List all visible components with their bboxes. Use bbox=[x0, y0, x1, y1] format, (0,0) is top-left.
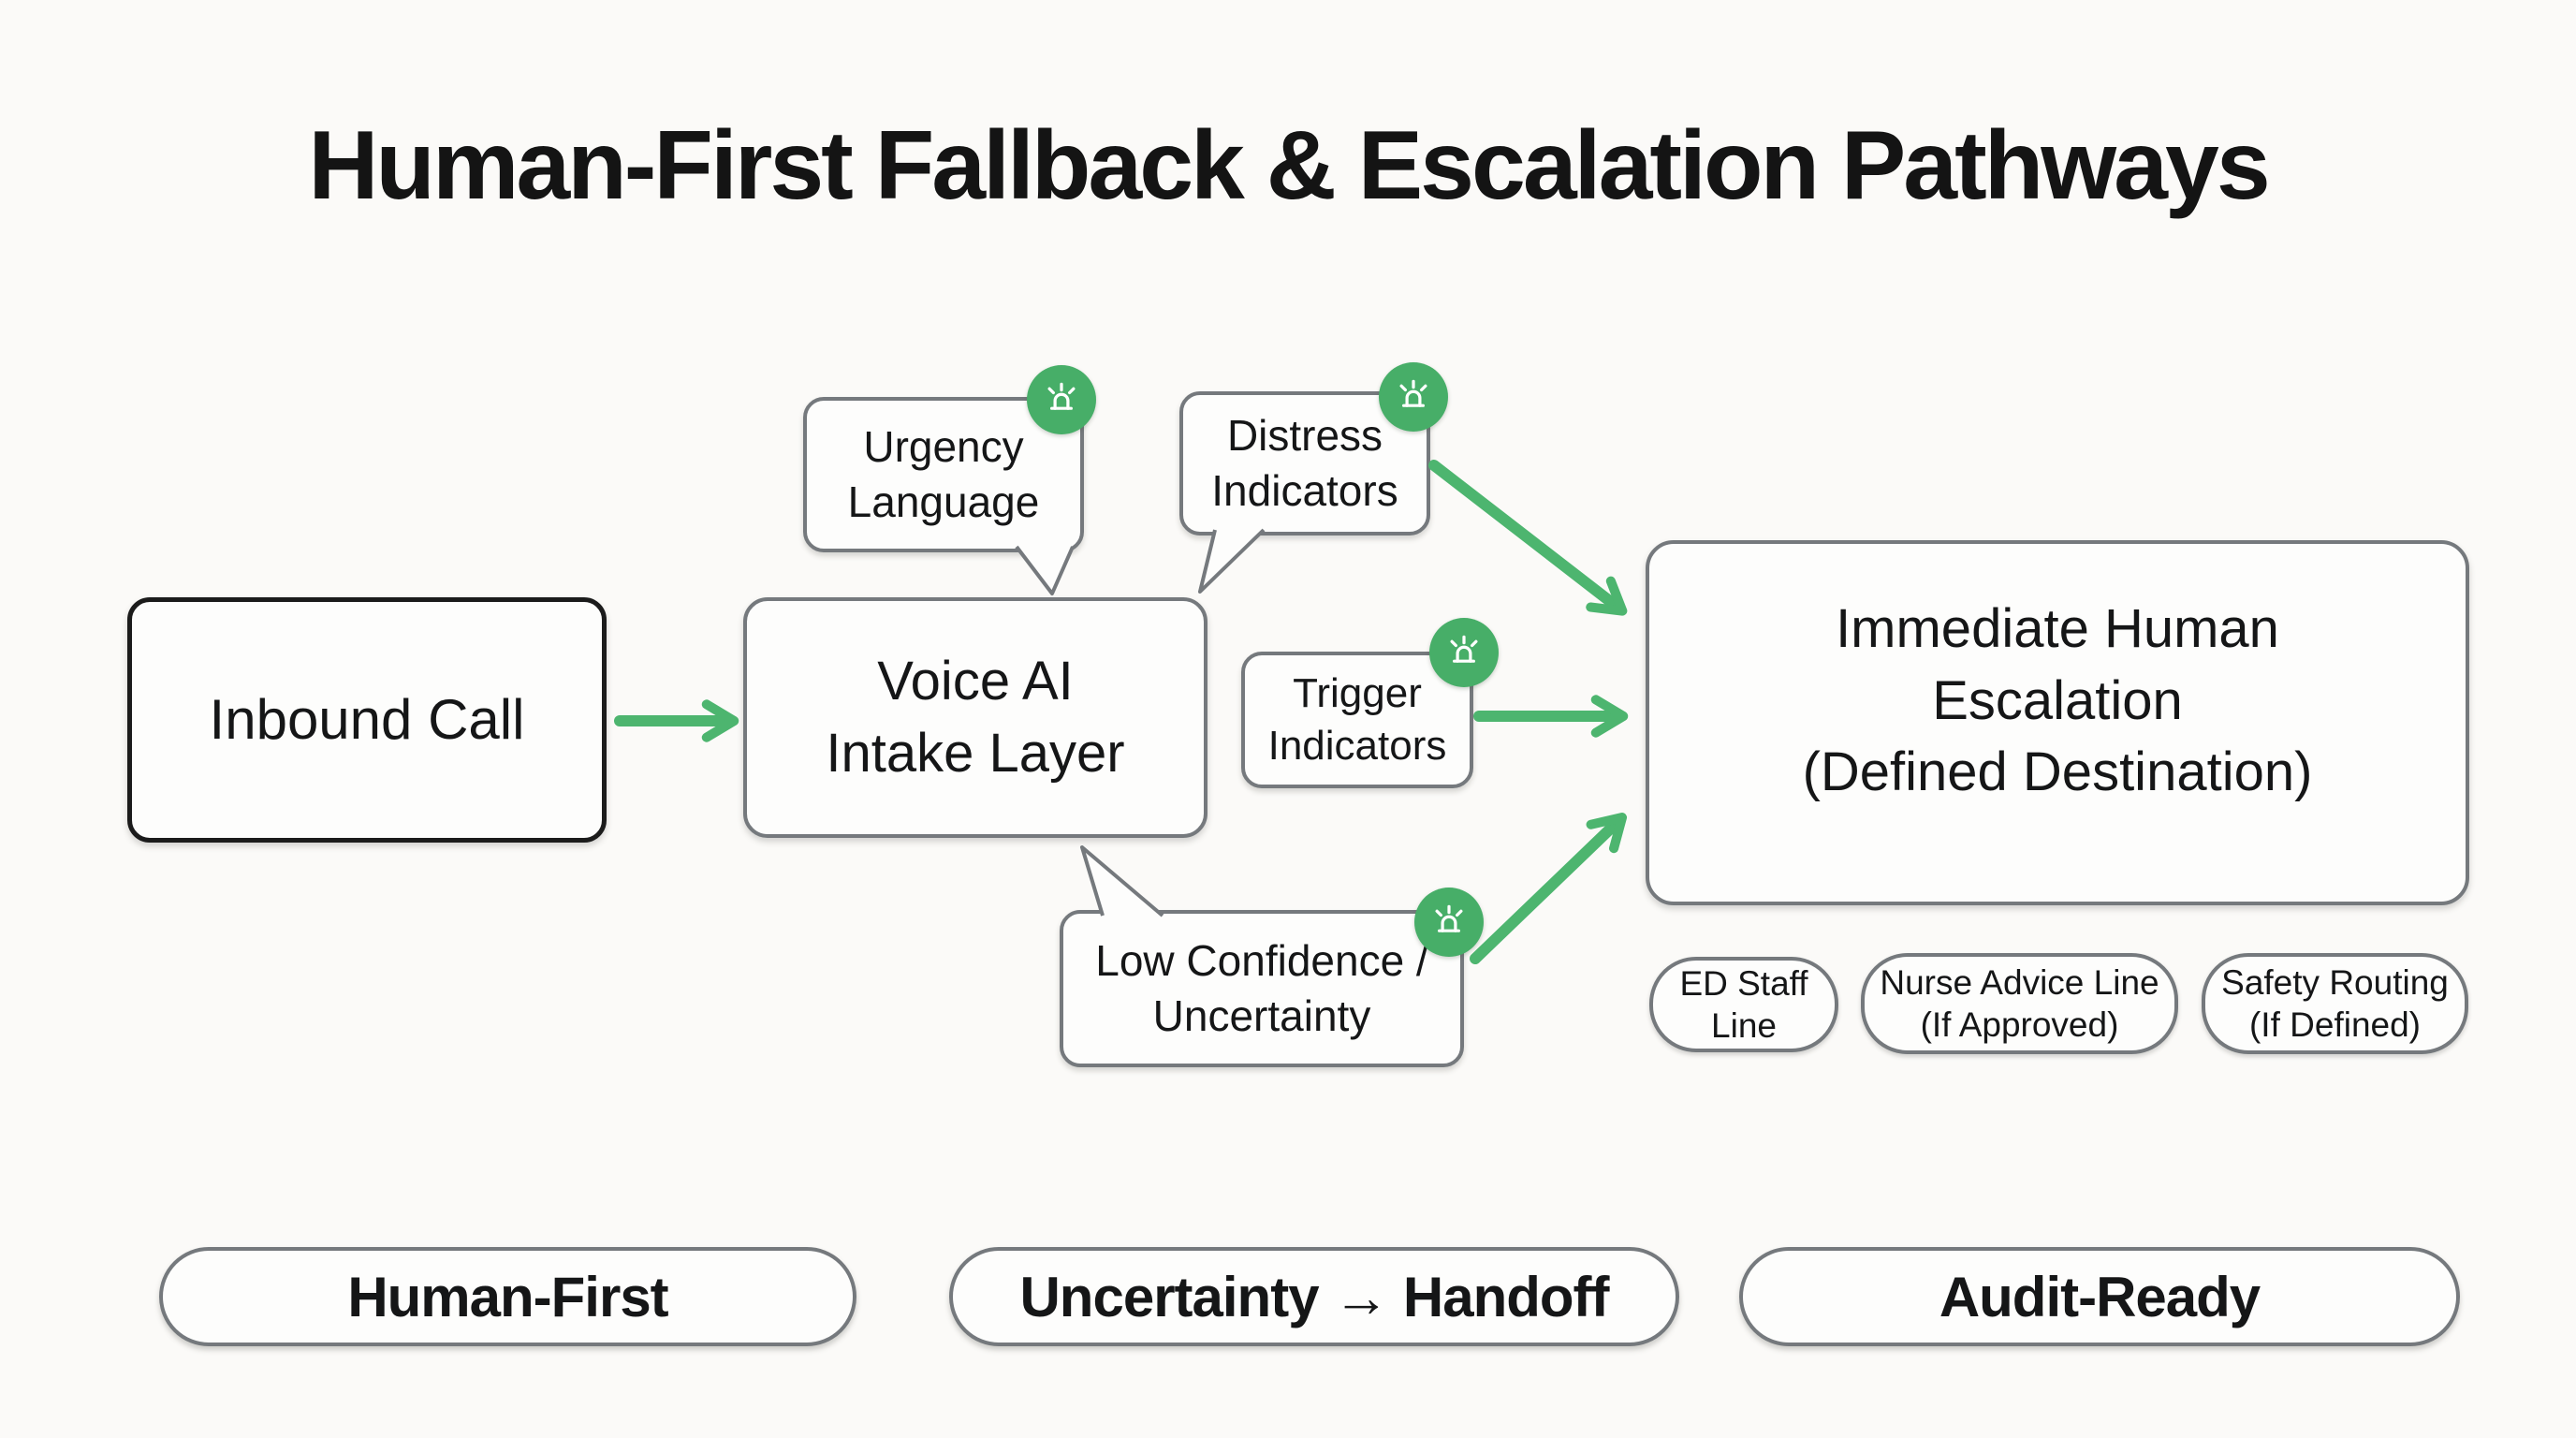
siren-icon bbox=[1435, 904, 1463, 932]
bubble-label-line2: Indicators bbox=[1267, 723, 1447, 769]
arrow-low-confidence-to-escalation bbox=[1470, 813, 1628, 964]
arrow-distress-to-escalation bbox=[1428, 460, 1628, 616]
node-label-line3: (Defined Destination) bbox=[1802, 741, 2313, 803]
principle-pill-human-first: Human-First bbox=[159, 1247, 856, 1346]
principle-pill-uncertainty-handoff: Uncertainty → Handoff bbox=[949, 1247, 1679, 1346]
node-label-line1: Immediate Human bbox=[1836, 598, 2279, 660]
bubble-tail-low-confidence bbox=[1080, 845, 1164, 917]
bubble-label-line1: Urgency bbox=[863, 422, 1024, 472]
principle-pill-audit-ready: Audit-Ready bbox=[1739, 1247, 2460, 1346]
destination-safety-routing: Safety Routing (If Defined) bbox=[2202, 953, 2468, 1054]
node-label-line1: Voice AI bbox=[877, 650, 1074, 712]
bubble-label-line2: Language bbox=[847, 477, 1040, 526]
urgency-siren-badge bbox=[1027, 365, 1096, 434]
principle-label: Uncertainty → Handoff bbox=[1019, 1265, 1609, 1328]
bubble-label-line2: Uncertainty bbox=[1152, 991, 1371, 1040]
destination-label-line2: (If Approved) bbox=[1920, 1005, 2119, 1044]
principle-label: Human-First bbox=[347, 1265, 668, 1328]
bubble-label-line1: Distress bbox=[1226, 411, 1383, 461]
siren-icon bbox=[1399, 379, 1427, 407]
destination-label-line2: (If Defined) bbox=[2248, 1005, 2421, 1044]
low-confidence-siren-badge bbox=[1414, 888, 1484, 957]
node-label-line2: Escalation bbox=[1932, 669, 2183, 731]
bubble-label-line2: Indicators bbox=[1211, 466, 1398, 515]
node-label: Inbound Call bbox=[209, 688, 525, 752]
destination-nurse-advice-line: Nurse Advice Line (If Approved) bbox=[1861, 953, 2178, 1054]
principle-label: Audit-Ready bbox=[1939, 1265, 2261, 1328]
node-inbound-call: Inbound Call bbox=[127, 597, 607, 843]
bubble-label-line1: Low Confidence / bbox=[1095, 936, 1428, 986]
destination-label-line1: ED Staff bbox=[1679, 963, 1808, 1003]
bubble-label-line1: Trigger bbox=[1293, 669, 1422, 716]
node-voice-ai-intake-layer: Voice AI Intake Layer bbox=[743, 597, 1208, 838]
destination-label-line1: Nurse Advice Line bbox=[1880, 962, 2159, 1002]
node-immediate-human-escalation: Immediate Human Escalation (Defined Dest… bbox=[1646, 540, 2469, 905]
page-title: Human-First Fallback & Escalation Pathwa… bbox=[308, 111, 2270, 220]
bubble-low-confidence-uncertainty: Low Confidence / Uncertainty bbox=[1060, 910, 1464, 1067]
bubble-tail-urgency bbox=[1015, 545, 1075, 595]
node-label-line2: Intake Layer bbox=[826, 722, 1125, 784]
distress-siren-badge bbox=[1379, 362, 1448, 432]
siren-icon bbox=[1047, 382, 1076, 410]
bubble-tail-distress bbox=[1198, 528, 1266, 594]
destination-label-line2: Line bbox=[1711, 1006, 1777, 1045]
bubble-trigger-indicators: Trigger Indicators bbox=[1241, 652, 1473, 788]
destination-label-line1: Safety Routing bbox=[2221, 962, 2449, 1002]
destination-ed-staff-line: ED Staff Line bbox=[1649, 957, 1838, 1052]
trigger-siren-badge bbox=[1429, 618, 1499, 687]
siren-icon bbox=[1450, 635, 1478, 663]
